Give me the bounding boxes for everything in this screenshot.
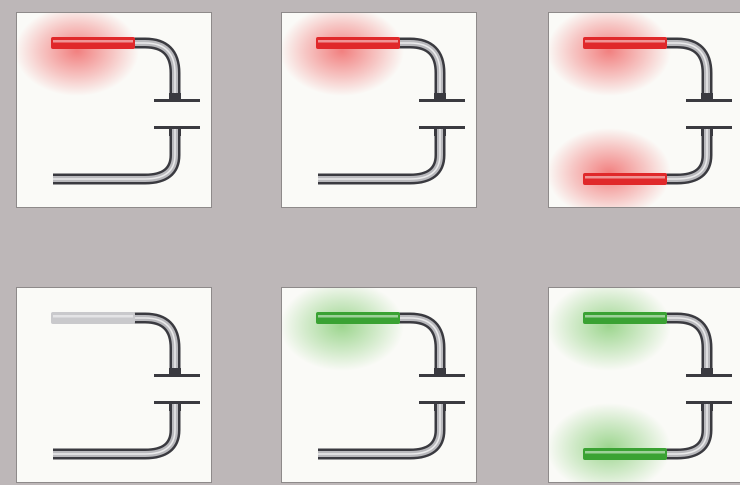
bottom-grip-glow: [549, 403, 671, 483]
panel-6: [548, 287, 740, 483]
upper-rosette: [419, 93, 465, 102]
upper-handle: [53, 318, 175, 374]
handle-illustration: [282, 288, 477, 483]
top-grip-indicator: [316, 37, 400, 49]
top-grip-indicator: [51, 37, 135, 49]
lower-handle: [53, 404, 175, 454]
bottom-grip-glow: [549, 128, 671, 208]
upper-rosette: [686, 93, 732, 102]
panel-2: [281, 12, 477, 208]
handle-illustration: [549, 13, 740, 208]
upper-rosette: [154, 368, 200, 377]
upper-rosette: [686, 368, 732, 377]
top-grip-glow: [549, 13, 671, 96]
top-grip-glow: [17, 13, 139, 96]
handle-illustration: [17, 288, 212, 483]
handle-illustration: [282, 13, 477, 208]
bottom-grip-indicator: [583, 173, 667, 185]
top-grip-indicator: [316, 312, 400, 324]
top-grip-glow: [282, 288, 404, 371]
handle-illustration: [549, 288, 740, 483]
lower-handle: [53, 129, 175, 179]
top-grip-glow: [282, 13, 404, 96]
top-grip-glow: [549, 288, 671, 371]
upper-rosette: [154, 93, 200, 102]
panel-5: [281, 287, 477, 483]
panel-1: [16, 12, 212, 208]
bottom-grip-indicator: [583, 448, 667, 460]
panel-3: [548, 12, 740, 208]
lower-handle: [318, 404, 440, 454]
top-grip-indicator: [51, 312, 135, 324]
lower-handle: [318, 129, 440, 179]
panel-4: [16, 287, 212, 483]
top-grip-indicator: [583, 37, 667, 49]
upper-rosette: [419, 368, 465, 377]
top-grip-indicator: [583, 312, 667, 324]
handle-illustration: [17, 13, 212, 208]
